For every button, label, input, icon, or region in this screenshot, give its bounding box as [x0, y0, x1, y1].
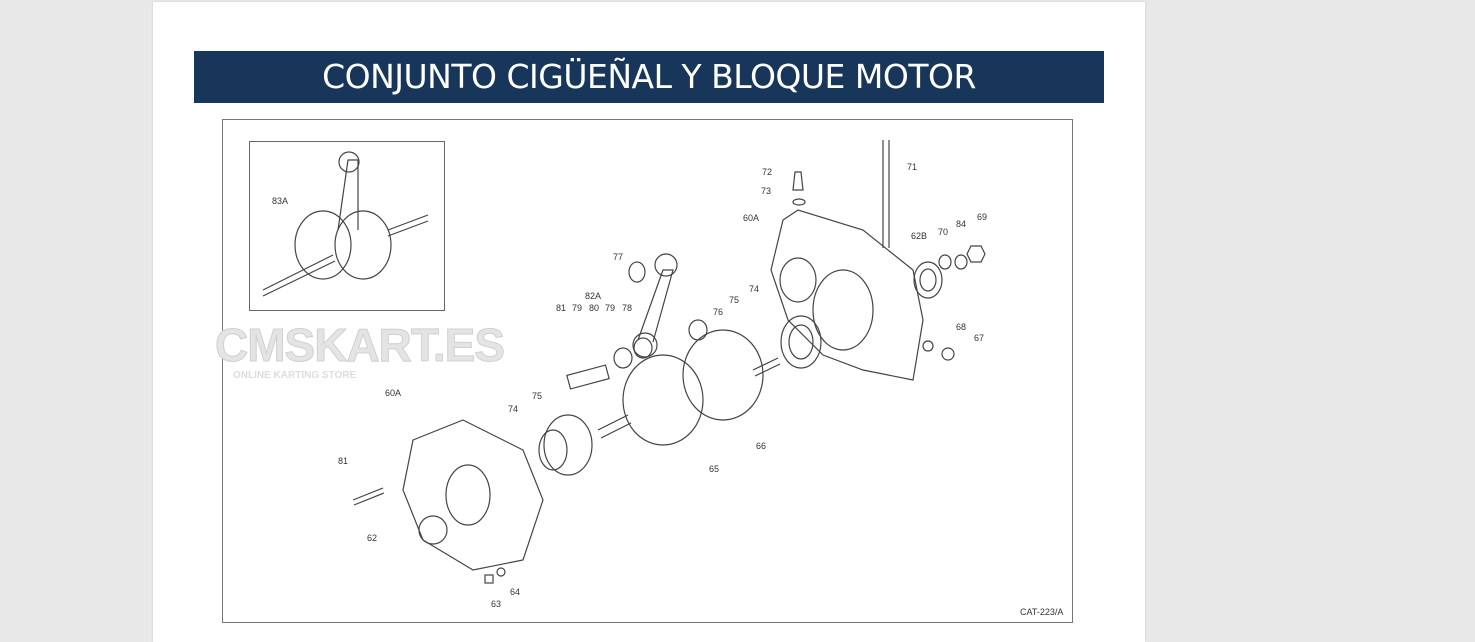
part-label: 73 — [761, 186, 772, 196]
part-label: 62B — [911, 231, 928, 241]
part-label: 78 — [622, 303, 633, 313]
part-label: 74 — [749, 284, 760, 294]
part-label: 65 — [709, 464, 720, 474]
part-label: 79 — [605, 303, 616, 313]
part-label: 76 — [713, 307, 724, 317]
watermark-tagline: ONLINE KARTING STORE — [233, 370, 357, 381]
part-label: 75 — [532, 391, 543, 401]
part-label: 74 — [508, 404, 519, 414]
left-crankcase-drawing — [352, 414, 593, 584]
inset-part-label: 83A — [272, 196, 289, 206]
part-label: 81 — [338, 456, 349, 466]
part-label: 60A — [743, 213, 760, 223]
part-label: 68 — [956, 322, 967, 332]
part-label: 82A — [585, 291, 602, 301]
diagram-drawing — [262, 140, 986, 584]
exploded-parts-diagram: CMSKART.ES ONLINE KARTING STORE — [214, 119, 1073, 623]
part-label: 81 — [556, 303, 567, 313]
document-page: CONJUNTO CIGÜEÑAL Y BLOQUE MOTOR CMSKART… — [153, 2, 1145, 642]
crankshaft-inset: 83A — [249, 141, 445, 311]
right-crankcase-drawing — [770, 140, 986, 381]
part-label: 84 — [956, 219, 967, 229]
crankshaft-drawing — [566, 253, 781, 446]
part-label: 63 — [491, 599, 502, 609]
part-label: 80 — [589, 303, 600, 313]
part-label: 67 — [974, 333, 985, 343]
page-title: CONJUNTO CIGÜEÑAL Y BLOQUE MOTOR — [194, 51, 1104, 103]
part-label: 77 — [613, 252, 624, 262]
part-label: 72 — [762, 167, 773, 177]
part-label: 60A — [385, 388, 402, 398]
part-label: 71 — [907, 162, 918, 172]
part-label: 62 — [367, 533, 378, 543]
part-label: 66 — [756, 441, 767, 451]
part-label: 69 — [977, 212, 988, 222]
part-label: 75 — [729, 295, 740, 305]
crankshaft-inset-drawing — [262, 151, 429, 297]
part-label: 70 — [938, 227, 949, 237]
watermark-logo: CMSKART.ES — [214, 319, 505, 371]
part-label: 64 — [510, 587, 521, 597]
part-label: 79 — [572, 303, 583, 313]
diagram-code: CAT-223/A — [1020, 607, 1064, 617]
